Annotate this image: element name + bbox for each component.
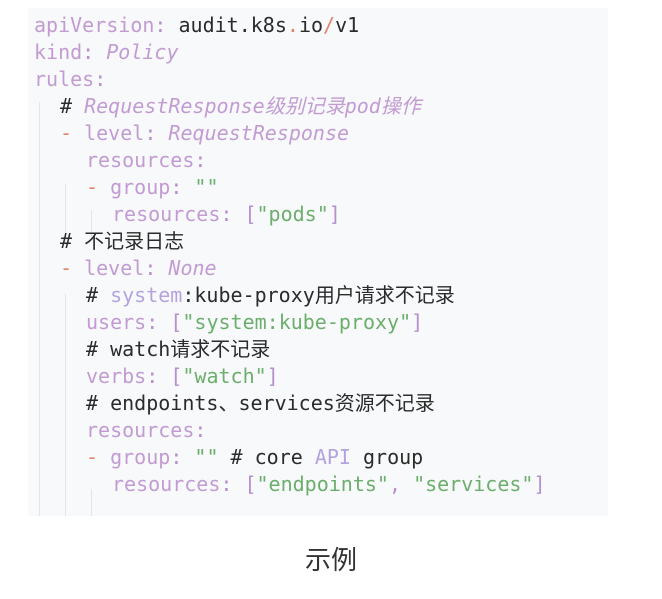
yaml-key: group xyxy=(110,175,171,199)
comment-hash: # xyxy=(86,283,111,307)
code-line-18: resources: ["endpoints", "services"] xyxy=(112,471,546,498)
yaml-dash: - xyxy=(86,445,111,469)
comment-hash: # xyxy=(86,337,111,361)
yaml-string: "services" xyxy=(413,472,534,496)
comment-hash: # xyxy=(60,229,85,253)
yaml-key: resources xyxy=(86,148,195,172)
yaml-colon: : xyxy=(194,148,207,172)
code-line-13: # watch请求不记录 xyxy=(86,336,270,363)
comment-hash: # xyxy=(60,94,85,118)
yaml-colon: : xyxy=(220,472,245,496)
yaml-colon: : xyxy=(144,121,169,145)
yaml-colon: : xyxy=(154,13,179,37)
code-line-12: users: ["system:kube-proxy"] xyxy=(86,309,423,336)
yaml-key: apiVersion xyxy=(34,13,155,37)
code-line-15: # endpoints、services资源不记录 xyxy=(86,390,435,417)
yaml-key: group xyxy=(110,445,171,469)
yaml-colon: : xyxy=(146,310,171,334)
yaml-string: "watch" xyxy=(182,364,267,388)
code-line-5: - level: RequestResponse xyxy=(60,120,349,147)
yaml-key: resources xyxy=(112,472,221,496)
yaml-string: "" xyxy=(194,175,219,199)
yaml-code-block: apiVersion: audit.k8s.io/v1 kind: Policy… xyxy=(28,8,608,516)
yaml-bracket: ] xyxy=(328,202,341,226)
yaml-value: v1 xyxy=(335,13,360,37)
code-line-17: - group: "" # core API group xyxy=(86,444,423,471)
comment-text: 用户请求不记录 xyxy=(314,283,455,307)
yaml-colon: : xyxy=(220,202,245,226)
comment-text: RequestResponse级别记录pod操作 xyxy=(84,94,421,118)
yaml-key: verbs xyxy=(86,364,147,388)
code-line-11: # system:kube-proxy用户请求不记录 xyxy=(86,282,455,309)
yaml-value: audit.k8s xyxy=(178,13,287,37)
yaml-colon: : xyxy=(170,175,195,199)
yaml-dot: . xyxy=(286,13,299,37)
yaml-value: io xyxy=(298,13,324,37)
code-line-8: resources: ["pods"] xyxy=(112,201,341,228)
yaml-slash: / xyxy=(323,13,336,37)
yaml-key: level xyxy=(84,256,145,280)
yaml-string: "endpoints" xyxy=(256,472,389,496)
yaml-key: level xyxy=(84,121,145,145)
yaml-dash: - xyxy=(60,121,85,145)
yaml-string: "" xyxy=(194,445,219,469)
code-line-1: apiVersion: audit.k8s.io/v1 xyxy=(34,12,359,39)
yaml-string: "system:kube-proxy" xyxy=(182,310,412,334)
yaml-bracket: ] xyxy=(533,472,546,496)
comment-text: -proxy xyxy=(242,283,315,307)
yaml-dash: - xyxy=(86,175,111,199)
comment-text: endpoints、services资源不记录 xyxy=(110,391,435,415)
code-line-6: resources: xyxy=(86,147,206,174)
indent-guide xyxy=(91,210,92,238)
figure-caption: 示例 xyxy=(304,546,357,576)
yaml-bracket: [ xyxy=(170,364,183,388)
yaml-value: RequestResponse xyxy=(168,121,350,145)
yaml-bracket: [ xyxy=(170,310,183,334)
code-line-14: verbs: ["watch"] xyxy=(86,363,279,390)
yaml-key: resources xyxy=(112,202,221,226)
code-line-16: resources: xyxy=(86,417,206,444)
yaml-value: Policy xyxy=(106,40,179,64)
yaml-dash: - xyxy=(60,256,85,280)
yaml-colon: : xyxy=(144,256,169,280)
yaml-colon: : xyxy=(170,445,195,469)
indent-guide xyxy=(39,102,40,516)
code-line-10: - level: None xyxy=(60,255,217,282)
code-line-4: # RequestResponse级别记录pod操作 xyxy=(60,93,421,120)
code-line-9: # 不记录日志 xyxy=(60,228,184,255)
yaml-bracket: [ xyxy=(244,472,257,496)
indent-guide xyxy=(65,184,66,242)
yaml-bracket: [ xyxy=(244,202,257,226)
yaml-key: resources xyxy=(86,418,195,442)
yaml-key: kind xyxy=(34,40,83,64)
yaml-colon: : xyxy=(94,67,107,91)
comment-text: # core xyxy=(218,445,315,469)
yaml-value: None xyxy=(168,256,217,280)
code-line-7: - group: "" xyxy=(86,174,219,201)
yaml-colon: : xyxy=(146,364,171,388)
comment-text: :kube xyxy=(182,283,243,307)
yaml-key: rules xyxy=(34,67,95,91)
code-line-3: rules: xyxy=(34,66,106,93)
comment-hash: # xyxy=(86,391,111,415)
comment-text: API xyxy=(314,445,351,469)
comment-text: group xyxy=(350,445,424,469)
yaml-key: users xyxy=(86,310,147,334)
indent-guide xyxy=(91,489,92,516)
yaml-bracket: ] xyxy=(411,310,424,334)
yaml-colon: : xyxy=(194,418,207,442)
comment-text: system xyxy=(110,283,183,307)
yaml-string: "pods" xyxy=(256,202,329,226)
yaml-colon: : xyxy=(82,40,107,64)
comment-text: watch请求不记录 xyxy=(110,337,271,361)
indent-guide xyxy=(65,294,66,516)
yaml-comma: , xyxy=(388,472,414,496)
code-line-2: kind: Policy xyxy=(34,39,179,66)
comment-text: 不记录日志 xyxy=(84,229,185,253)
yaml-bracket: ] xyxy=(266,364,279,388)
